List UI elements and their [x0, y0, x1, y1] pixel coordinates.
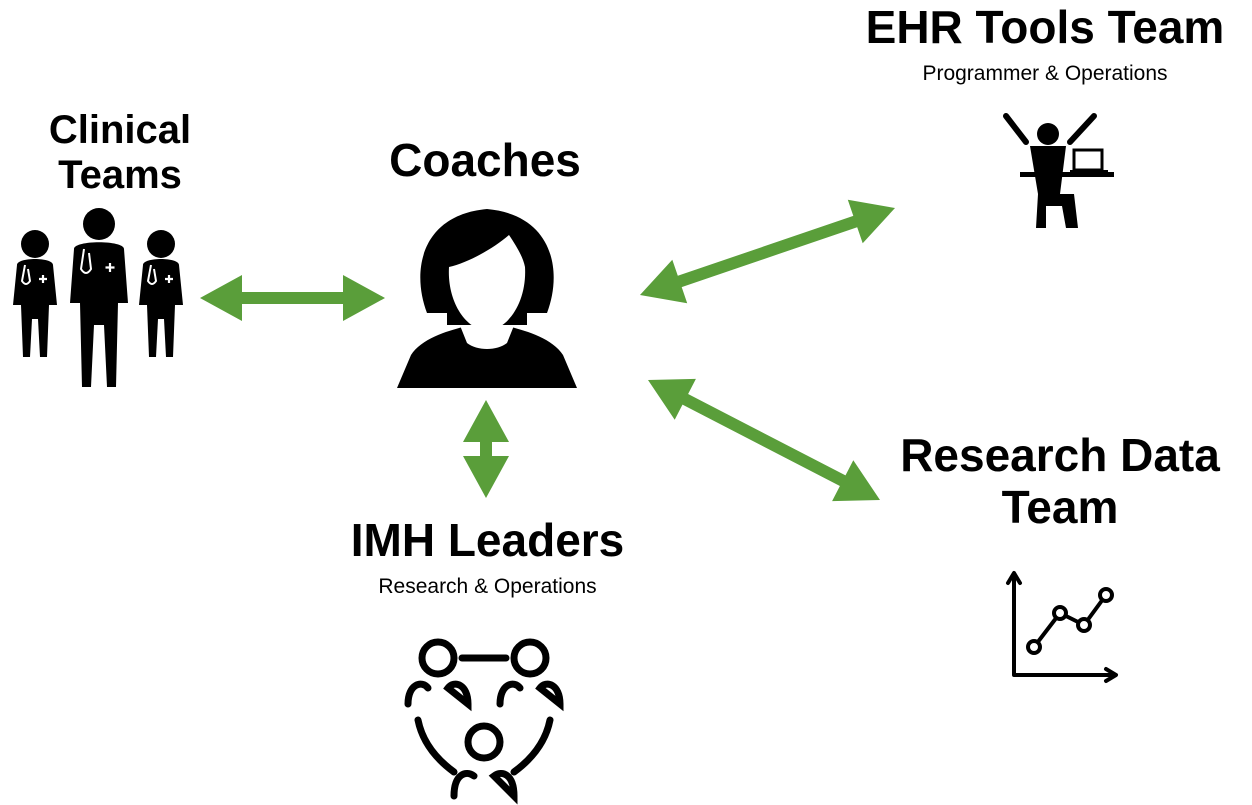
clinical-teams-title-line2: Teams [58, 152, 182, 197]
arrow-coaches-research_data [648, 378, 880, 502]
coaches-title: Coaches [389, 134, 581, 186]
woman-avatar-icon [397, 209, 577, 388]
clinical-teams-title: Clinical Teams [20, 108, 220, 198]
imh-subtitle: Research & Operations [378, 575, 597, 598]
imh-title: IMH Leaders [350, 514, 625, 566]
arrow-clinical-coaches [200, 275, 385, 321]
clinical-teams-title-line1: Clinical [48, 108, 192, 152]
line-chart-icon [1006, 571, 1118, 683]
doctors-icon [13, 208, 183, 387]
research-data-title-line2: Team [1001, 480, 1119, 533]
ehr-subtitle: Programmer & Operations [922, 62, 1168, 85]
research-data-title-line1: Research Data [900, 429, 1220, 481]
ehr-title: EHR Tools Team [865, 1, 1225, 53]
arrow-coaches-ehr [640, 199, 895, 304]
group-meeting-icon [404, 638, 564, 805]
arrow-coaches-imh [463, 400, 509, 498]
research-data-title: Research Data Team [870, 429, 1250, 533]
person-at-computer-icon [1003, 113, 1114, 228]
